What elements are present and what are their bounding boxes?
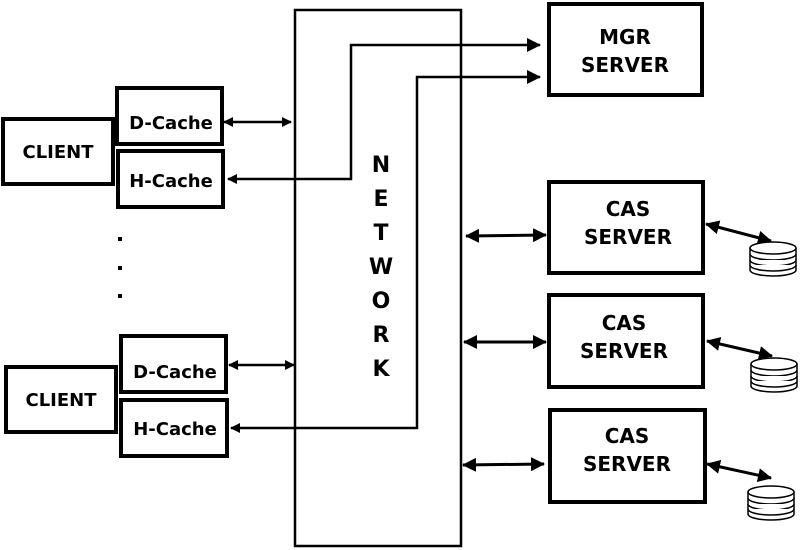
h-cache-box — [119, 398, 229, 458]
client-label: CLIENT — [25, 390, 97, 411]
ellipsis — [118, 237, 122, 298]
ellipsis-dot — [118, 266, 122, 270]
network-cas-arrow — [462, 457, 545, 472]
cas-server-1: CAS SERVER — [465, 180, 797, 277]
client-box — [1, 117, 115, 186]
database-icon — [750, 357, 798, 393]
database-icon — [747, 485, 795, 521]
cas-storage-arrow — [706, 459, 772, 483]
d-cache-label: D-Cache — [129, 113, 213, 134]
network-letter: T — [373, 221, 388, 246]
network-letter: R — [373, 323, 390, 348]
client-group-2: CLIENT D-Cache H-Cache — [4, 334, 295, 458]
ellipsis-dot — [118, 237, 122, 241]
cas-server-box — [548, 408, 707, 504]
h-cache-box — [116, 149, 225, 209]
network-letter: N — [372, 153, 390, 178]
network-letter: O — [372, 289, 391, 314]
d-cache-label: D-Cache — [133, 362, 217, 383]
cas-server-label-line2: SERVER — [584, 225, 672, 249]
cas-server-box — [547, 293, 705, 389]
cas-storage-arrow — [705, 220, 772, 245]
d-cache-box — [115, 86, 224, 146]
cas-server-box — [547, 180, 705, 275]
database-icon — [749, 241, 797, 277]
d-cache-box — [119, 334, 228, 394]
cas-server-label-line2: SERVER — [583, 452, 671, 476]
cas-server-label-line1: CAS — [602, 311, 647, 335]
cas-storage-arrow — [706, 337, 773, 360]
h-cache-label: H-Cache — [133, 419, 217, 440]
network-cas-arrow — [465, 228, 547, 243]
network-letter: K — [372, 357, 390, 382]
client-label: CLIENT — [22, 142, 94, 163]
cas-server-3: CAS SERVER — [462, 408, 795, 521]
cas-server-label-line2: SERVER — [580, 339, 668, 363]
network-letter: E — [373, 187, 388, 212]
cas-server-2: CAS SERVER — [463, 293, 798, 393]
mgr-link-bottom-client — [230, 70, 541, 433]
network-letter: W — [369, 255, 393, 280]
client-group-1: CLIENT D-Cache H-Cache — [1, 86, 292, 209]
h-cache-label: H-Cache — [129, 171, 213, 192]
network-block: N E T W O R K — [293, 8, 463, 548]
mgr-server: MGR SERVER — [547, 2, 704, 97]
cas-server-label-line1: CAS — [605, 424, 650, 448]
mgr-server-label-line1: MGR — [599, 25, 651, 49]
mgr-server-box — [547, 2, 704, 97]
ellipsis-dot — [118, 294, 122, 298]
cas-server-label-line1: CAS — [606, 197, 651, 221]
mgr-server-label-line2: SERVER — [581, 53, 669, 77]
client-box — [4, 365, 118, 434]
